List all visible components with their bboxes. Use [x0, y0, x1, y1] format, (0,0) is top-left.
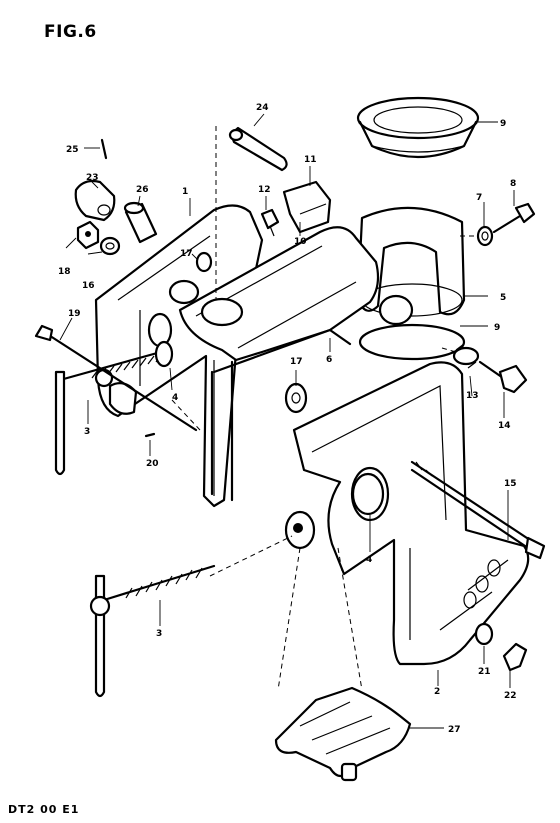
thrust-washer-part: [154, 340, 174, 368]
callout-14: 14: [498, 421, 511, 431]
flat-washer-part: [195, 251, 213, 273]
callout-5: 5: [500, 293, 506, 303]
callout-4: 4: [366, 555, 372, 565]
callout-25: 25: [66, 145, 79, 155]
callout-15: 15: [504, 479, 517, 489]
callout-9: 9: [494, 323, 500, 333]
grommet-ring-part: [356, 96, 480, 159]
callout-labels: 1 2 3 3 4 4 5 6 7 8 9 9 10 11 12 13 14 1…: [58, 103, 517, 735]
flat-washer-part: [284, 382, 308, 414]
callout-11: 11: [304, 155, 317, 165]
swivel-band-part: [356, 206, 466, 361]
clamp-bracket-right-part: [284, 361, 530, 666]
swivel-pin-part: [228, 126, 288, 172]
hex-bolt-part: [492, 202, 536, 234]
callout-23: 23: [86, 173, 99, 183]
callout-2: 2: [434, 687, 440, 697]
tilt-stopper-part: [274, 686, 412, 782]
callout-16: 16: [82, 281, 95, 291]
clamp-bracket-left-part: [94, 204, 264, 508]
callout-3: 3: [84, 427, 90, 437]
friction-plate-part: [282, 180, 332, 234]
cotter-pin-part: [100, 138, 108, 160]
callout-24: 24: [256, 103, 269, 113]
callout-26: 26: [136, 185, 149, 195]
leader-lines: [59, 113, 515, 729]
callout-6: 6: [326, 355, 332, 365]
wing-nut-part: [502, 642, 528, 672]
callout-19: 19: [68, 309, 81, 319]
wing-bolt-part: [478, 360, 528, 394]
callout-21: 21: [478, 667, 491, 677]
callout-3: 3: [156, 629, 162, 639]
callout-9: 9: [500, 119, 506, 129]
washer-small-part: [99, 236, 121, 256]
figure-title: FIG.6: [44, 22, 97, 42]
through-bolt-part: [410, 460, 546, 560]
callout-17: 17: [180, 249, 193, 259]
callout-8: 8: [510, 179, 516, 189]
cap-nut-part: [474, 622, 494, 646]
bushing-part: [123, 201, 158, 244]
screw-part: [260, 208, 280, 237]
callout-4: 4: [172, 393, 178, 403]
small-pin-part: [144, 432, 156, 438]
callout-27: 27: [448, 725, 461, 735]
callout-22: 22: [504, 691, 517, 701]
callout-7: 7: [476, 193, 482, 203]
long-bolt-part: [34, 324, 198, 432]
callout-18: 18: [58, 267, 71, 277]
stern-bracket-body-part: [178, 226, 414, 502]
nut-part: [76, 220, 100, 250]
clamp-screw-lower-part: [89, 564, 216, 698]
collar-part: [74, 179, 116, 222]
thrust-washer-part: [351, 472, 385, 516]
callout-1: 1: [182, 187, 188, 197]
callout-12: 12: [258, 185, 271, 195]
callout-20: 20: [146, 459, 159, 469]
callout-10: 10: [294, 237, 307, 247]
spring-part: [452, 343, 480, 369]
callout-13: 13: [466, 391, 479, 401]
callout-17: 17: [290, 357, 303, 367]
assembly-lines: [171, 126, 478, 691]
washer-part: [476, 225, 494, 247]
figure-code: DT2 00 E1: [8, 803, 80, 816]
